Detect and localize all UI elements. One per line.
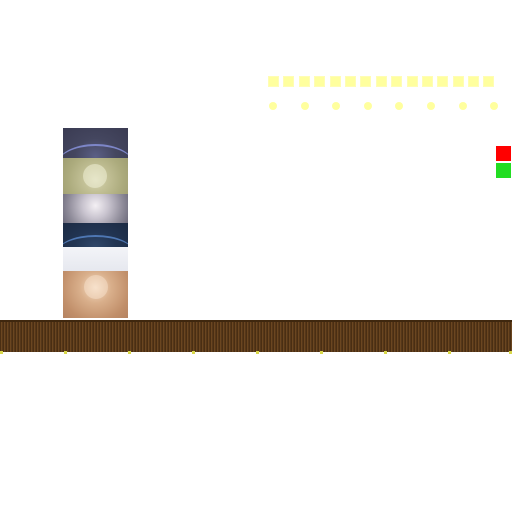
dot-token [332, 102, 341, 110]
dot-token-row [269, 102, 499, 110]
square-token [406, 76, 418, 87]
square-token [268, 76, 279, 87]
tile-khaki-glow [63, 158, 128, 194]
ground-marker [192, 351, 195, 354]
dot-token [490, 102, 499, 110]
square-token-row [268, 76, 495, 87]
ground-marker [64, 351, 67, 354]
ground-platform [0, 320, 512, 352]
ground-marker [384, 351, 387, 354]
tile-dark-purple-arc [63, 128, 128, 158]
dot-token [269, 102, 277, 110]
green-status-block [496, 163, 511, 178]
dot-token [363, 102, 372, 110]
square-token [360, 76, 372, 87]
ground-marker [0, 351, 3, 354]
square-token [437, 76, 449, 87]
square-token [452, 76, 464, 87]
red-status-block [496, 146, 511, 161]
ground-marker [128, 351, 131, 354]
square-token [421, 76, 433, 87]
tile-silver-glow [63, 194, 128, 223]
square-token [483, 76, 495, 87]
tile-pale-white [63, 247, 128, 271]
ground-marker [256, 351, 259, 354]
dot-token [458, 102, 467, 110]
tile-stack [63, 128, 128, 318]
tile-navy-arc [63, 223, 128, 247]
dot-token [300, 102, 309, 110]
square-token [375, 76, 387, 87]
tile-tan-glow [63, 271, 128, 318]
square-token [283, 76, 295, 87]
ground-marker [509, 351, 512, 354]
ground-marker [448, 351, 451, 354]
square-token [468, 76, 480, 87]
square-token [329, 76, 341, 87]
square-token [314, 76, 326, 87]
ground-marker-row [0, 351, 512, 355]
square-token [298, 76, 310, 87]
dot-token [395, 102, 404, 110]
square-token [391, 76, 403, 87]
ground-marker [320, 351, 323, 354]
square-token [344, 76, 356, 87]
dot-token [426, 102, 435, 110]
